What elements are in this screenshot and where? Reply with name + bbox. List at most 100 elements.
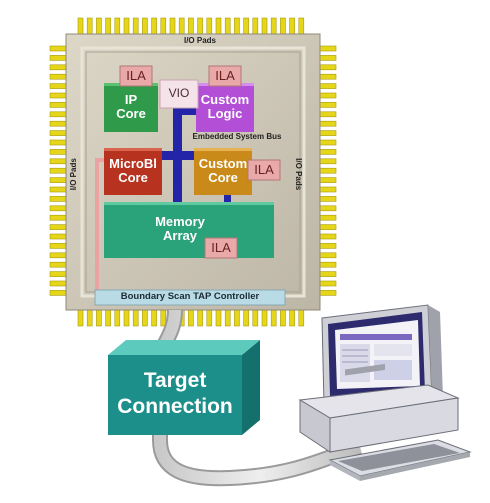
io-pad bbox=[105, 309, 111, 327]
io-pad bbox=[49, 45, 67, 52]
io-pad bbox=[142, 309, 148, 327]
io-pad bbox=[319, 290, 337, 296]
io-pad bbox=[319, 92, 337, 99]
io-pad bbox=[319, 158, 337, 165]
io-pad bbox=[252, 309, 259, 327]
tap-controller-label: Boundary Scan TAP Controller bbox=[120, 291, 260, 302]
io-pad bbox=[96, 17, 102, 35]
io-pad bbox=[243, 309, 249, 327]
io-pads-top bbox=[77, 17, 305, 35]
io-pad bbox=[319, 196, 337, 202]
io-pad bbox=[188, 309, 194, 327]
io-pad bbox=[49, 92, 67, 99]
io-pad bbox=[289, 17, 295, 35]
system-bus-horizontal bbox=[158, 151, 204, 160]
top-io-pads-label: I/O Pads bbox=[183, 36, 216, 45]
io-pad bbox=[49, 120, 67, 127]
io-pad bbox=[86, 309, 93, 327]
io-pad bbox=[77, 309, 84, 327]
io-pad bbox=[319, 102, 337, 108]
io-pad bbox=[319, 271, 337, 277]
io-pad bbox=[49, 158, 67, 165]
io-pad bbox=[105, 17, 111, 35]
io-pad bbox=[234, 17, 240, 35]
io-pad bbox=[49, 167, 67, 174]
io-pad bbox=[49, 186, 67, 193]
ila-label-memory: ILA bbox=[211, 240, 231, 255]
io-pad bbox=[49, 139, 67, 146]
io-pads-left bbox=[49, 45, 67, 296]
target-box-side bbox=[242, 340, 260, 435]
computer-icon bbox=[298, 304, 472, 481]
io-pad bbox=[96, 309, 102, 327]
ila-label-custom-core: ILA bbox=[254, 162, 274, 177]
target-connection-label: Target Connection bbox=[117, 369, 233, 419]
io-pad bbox=[319, 55, 337, 61]
io-pad bbox=[49, 55, 67, 61]
custom-logic-block bbox=[196, 83, 254, 132]
io-pad bbox=[49, 261, 67, 268]
ila-block-memory bbox=[204, 237, 238, 259]
io-pad bbox=[77, 17, 84, 35]
io-pad bbox=[49, 224, 67, 230]
io-pad bbox=[49, 252, 67, 259]
io-pad bbox=[132, 309, 139, 327]
io-pad bbox=[178, 17, 185, 35]
io-pad bbox=[298, 309, 305, 327]
io-pad bbox=[49, 64, 67, 71]
io-pad bbox=[319, 45, 337, 52]
io-pad bbox=[319, 83, 337, 89]
io-pad bbox=[160, 17, 167, 35]
io-pad bbox=[298, 17, 305, 35]
custom-core-block bbox=[194, 148, 252, 195]
io-pad bbox=[319, 111, 337, 118]
io-pad bbox=[197, 17, 203, 35]
left-io-pads-label: I/O Pads bbox=[68, 158, 78, 191]
io-pad bbox=[49, 205, 67, 212]
io-pad bbox=[270, 309, 277, 327]
io-pad bbox=[319, 64, 337, 71]
ila-block-custom-core bbox=[247, 159, 281, 181]
io-pad bbox=[243, 17, 249, 35]
io-pad bbox=[49, 243, 67, 249]
io-pad bbox=[49, 271, 67, 277]
io-pad bbox=[319, 280, 337, 287]
io-pad bbox=[151, 17, 157, 35]
ila-block-logic bbox=[208, 65, 242, 87]
io-pad bbox=[49, 83, 67, 89]
bus-label: Embedded System Bus bbox=[192, 132, 282, 141]
io-pad bbox=[142, 17, 148, 35]
io-pad bbox=[224, 17, 231, 35]
io-pad bbox=[206, 17, 213, 35]
io-pad bbox=[49, 280, 67, 287]
io-pad bbox=[123, 17, 130, 35]
io-pad bbox=[319, 252, 337, 259]
ila-label-logic: ILA bbox=[215, 68, 235, 83]
io-pad bbox=[49, 177, 67, 183]
io-pad bbox=[169, 17, 176, 35]
ip-core-block bbox=[104, 83, 158, 132]
io-pad bbox=[224, 309, 231, 327]
io-pad bbox=[252, 17, 259, 35]
io-pads-right bbox=[319, 45, 337, 296]
target-box-top bbox=[108, 340, 260, 355]
io-pad bbox=[319, 177, 337, 183]
io-pad bbox=[319, 130, 337, 136]
io-pad bbox=[319, 73, 337, 80]
io-pad bbox=[319, 233, 337, 240]
right-io-pads-label: I/O Pads bbox=[294, 158, 304, 191]
vio-label: VIO bbox=[168, 86, 190, 100]
vio-block bbox=[159, 79, 199, 109]
ila-block-ip bbox=[119, 65, 153, 87]
tap-controller-bar bbox=[94, 289, 286, 306]
io-pad bbox=[319, 224, 337, 230]
io-pad bbox=[49, 214, 67, 221]
io-pad bbox=[319, 149, 337, 155]
io-pad bbox=[289, 309, 295, 327]
io-pad bbox=[319, 243, 337, 249]
io-pad bbox=[319, 167, 337, 174]
io-pad bbox=[49, 102, 67, 108]
ip-core-label: IP Core bbox=[116, 92, 146, 121]
io-pad bbox=[234, 309, 240, 327]
